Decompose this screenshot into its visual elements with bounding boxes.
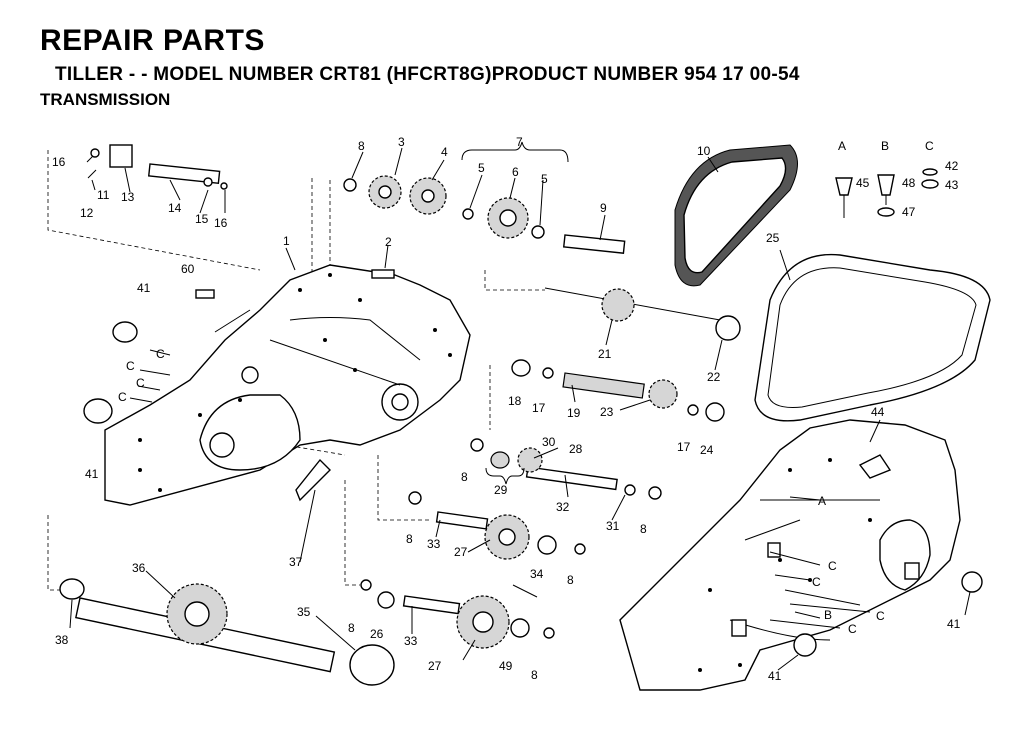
callout-45: 45: [856, 176, 870, 190]
callout-23: 23: [600, 405, 614, 419]
section-heading: TRANSMISSION: [40, 90, 171, 109]
letter-c5: C: [828, 559, 837, 573]
letter-c4: C: [118, 390, 127, 404]
callout-7: 7: [516, 135, 523, 149]
callout-5a: 5: [478, 161, 485, 175]
letter-c8: C: [848, 622, 857, 636]
callout-5b: 5: [541, 172, 548, 186]
callout-3: 3: [398, 135, 405, 149]
callout-29: 29: [494, 483, 508, 497]
callout-19: 19: [567, 406, 581, 420]
housing-gasket: [754, 253, 991, 422]
letter-c7: C: [876, 609, 885, 623]
callout-8e: 8: [348, 621, 355, 635]
callout-6: 6: [512, 165, 519, 179]
callout-35: 35: [297, 605, 311, 619]
callout-38: 38: [55, 633, 69, 647]
callout-26: 26: [370, 627, 384, 641]
part-callouts: 1 2 3 4 5 5 6 7 8 8 8 8 8 8 8 9 10 11 12…: [52, 135, 961, 683]
left-transmission-housing: [104, 264, 471, 506]
letter-c6: C: [812, 575, 821, 589]
callout-28: 28: [569, 442, 583, 456]
callout-8d: 8: [567, 573, 574, 587]
callout-41c: 41: [947, 617, 961, 631]
callout-41a: 41: [137, 281, 151, 295]
callout-8b: 8: [461, 470, 468, 484]
callout-15: 15: [195, 212, 209, 226]
letter-c2: C: [126, 359, 135, 373]
callout-41d: 41: [768, 669, 782, 683]
right-transmission-housing: [619, 419, 961, 691]
callout-60: 60: [181, 262, 195, 276]
bracket-29: [485, 467, 525, 485]
hardware-letters: A B C A B C C C C C C C C: [118, 139, 934, 636]
callout-27b: 27: [428, 659, 442, 673]
callout-30: 30: [542, 435, 556, 449]
callout-27a: 27: [454, 545, 468, 559]
callout-2: 2: [385, 235, 392, 249]
callout-24: 24: [700, 443, 714, 457]
letter-a1: A: [818, 494, 826, 508]
callout-10: 10: [697, 144, 711, 158]
callout-31: 31: [606, 519, 620, 533]
letter-b1: B: [824, 608, 832, 622]
callout-8g: 8: [640, 522, 647, 536]
callout-36: 36: [132, 561, 146, 575]
sprocket-21: [601, 288, 635, 322]
callout-8c: 8: [406, 532, 413, 546]
letter-A-header: A: [838, 139, 846, 153]
callout-44: 44: [871, 405, 885, 419]
callout-47: 47: [902, 205, 916, 219]
page-title: REPAIR PARTS: [40, 24, 265, 57]
arrows-left: [129, 349, 871, 629]
bushings-and-washers: [59, 178, 983, 686]
callout-14: 14: [168, 201, 182, 215]
letter-c3: C: [136, 376, 145, 390]
callout-49: 49: [499, 659, 513, 673]
callout-48: 48: [902, 176, 916, 190]
callout-41b: 41: [85, 467, 99, 481]
gear-28: [517, 447, 543, 473]
callout-18: 18: [508, 394, 522, 408]
callout-17b: 17: [677, 440, 691, 454]
callout-33a: 33: [427, 537, 441, 551]
callout-1: 1: [283, 234, 290, 248]
gear-23: [648, 379, 678, 409]
drive-chain: [674, 144, 798, 287]
callout-9: 9: [600, 201, 607, 215]
letter-C-header: C: [925, 139, 934, 153]
bracket-7: [461, 141, 569, 163]
letter-B-header: B: [881, 139, 889, 153]
callout-12: 12: [80, 206, 94, 220]
hardware: [87, 144, 939, 502]
leader-lines: [69, 147, 971, 671]
callout-13: 13: [121, 190, 135, 204]
callout-8a: 8: [358, 139, 365, 153]
gears: [166, 175, 678, 649]
model-subtitle: TILLER - - MODEL NUMBER CRT81 (HFCRT8G)P…: [55, 64, 800, 85]
callout-16a: 16: [52, 155, 66, 169]
callout-22: 22: [707, 370, 721, 384]
gasket-inner-edge: [767, 267, 977, 408]
callout-34: 34: [530, 567, 544, 581]
callout-11: 11: [97, 188, 110, 202]
callout-8f: 8: [531, 668, 538, 682]
callout-16b: 16: [214, 216, 228, 230]
callout-33b: 33: [404, 634, 418, 648]
callout-25: 25: [766, 231, 780, 245]
callout-37: 37: [289, 555, 303, 569]
callout-4: 4: [441, 145, 448, 159]
letter-c1: C: [156, 347, 165, 361]
callout-42: 42: [945, 159, 959, 173]
callout-21: 21: [598, 347, 612, 361]
callout-32: 32: [556, 500, 570, 514]
callout-43: 43: [945, 178, 959, 192]
callout-17a: 17: [532, 401, 546, 415]
